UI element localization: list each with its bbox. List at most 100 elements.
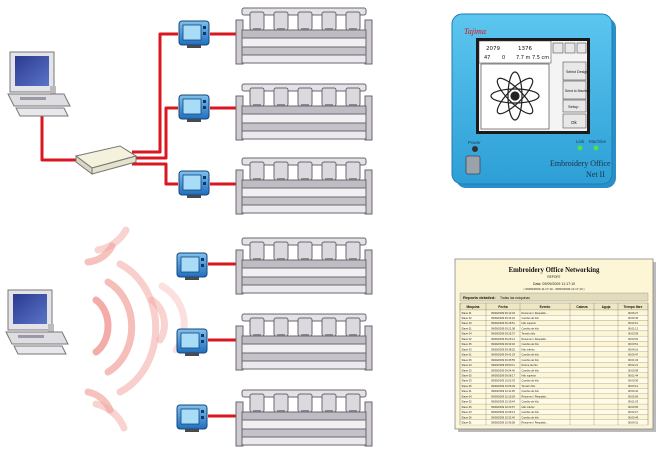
power-switch[interactable] [465, 155, 481, 175]
network-cables [40, 32, 236, 186]
report-table-cell: Hilo inferior [522, 347, 535, 351]
report-table-cell: Cambio de hilo [522, 389, 540, 393]
machine-led-label: Machine [589, 139, 607, 144]
report-table-cell: Cambio de hilo [522, 410, 540, 414]
report-table-cell: 09/09/2009 09:38:02 [491, 347, 515, 351]
report-table-cell: Slave 05 [462, 373, 473, 377]
desktop-computer-icon [5, 289, 69, 355]
screen-button[interactable] [564, 42, 576, 54]
report-table-cell: 00:00:38 [628, 332, 639, 336]
report-table-cell: Hilo inferior [522, 405, 535, 409]
report-table-cell: 09/09/2009 10:23:57 [491, 405, 515, 409]
report-table-cell: Slave 06 [462, 358, 473, 362]
report-table-cell: Slave 01 [462, 326, 473, 330]
report-table-cell: Slave 01 [462, 421, 473, 425]
report-table-row [459, 383, 649, 389]
report-table-cell: 00:00:58 [628, 368, 639, 372]
report-table-row [459, 367, 649, 373]
link-label: Link [576, 139, 585, 144]
report-table-cell: Slave 02 [462, 316, 473, 320]
network-report-document: Embroidery Office Networking REPORT Data… [454, 258, 656, 432]
report-table-cell: 00:04:16 [628, 347, 639, 351]
report-column-header: Cabeza [576, 305, 587, 309]
report-table-cell: 00:00:42 [628, 389, 639, 393]
report-table-cell: 00:04:31 [628, 421, 639, 425]
report-table-cell: Slave 03 [462, 379, 473, 383]
report-table-cell: Cambio de hilo [522, 353, 540, 357]
report-table-cell: 09/09/2009 09:33:46 [491, 342, 515, 346]
report-table-header [459, 302, 649, 311]
report-table-row [459, 377, 649, 384]
report-table-cell: 00:00:51 [628, 342, 639, 346]
select-design-button[interactable] [562, 61, 587, 81]
report-table-cell: Slave 01 [462, 311, 473, 315]
wired-network-group [7, 7, 373, 215]
top-buttons [552, 42, 587, 54]
report-table-row [459, 315, 649, 321]
report-table-cell: 09/09/2009 10:19:44 [491, 400, 515, 404]
report-column-header: Aguja [602, 305, 611, 309]
report-table-cell: Cambio de hilo [522, 368, 540, 372]
report-table-cell: Cambio de hilo [522, 358, 540, 362]
send-to-machine-button[interactable] [562, 80, 587, 100]
status-value-a: 47 [484, 55, 490, 61]
cable-hub-to-controller-3 [132, 162, 178, 186]
status-value-left: 2079 [486, 46, 500, 52]
report-table-row [459, 414, 649, 420]
machine-controller-icon [176, 252, 208, 280]
embroidery-machine-icon [235, 313, 373, 371]
report-table-cell: Slave 06 [462, 384, 473, 388]
cable-computer-to-hub [40, 112, 84, 162]
report-table-row [459, 309, 649, 316]
select-design-label: Select Design [566, 70, 588, 74]
screen-button[interactable] [552, 42, 564, 54]
report-table-row [459, 409, 649, 415]
report-section-label: Reports detailed: [463, 295, 496, 300]
report-table-cell: Resumen / Respaldo... [522, 421, 549, 425]
report-table-cell: Slave 01 [462, 389, 473, 393]
report-title: Embroidery Office Networking [509, 267, 600, 274]
report-section-bar [459, 292, 649, 302]
report-table-cell: Rotura de hilo [522, 363, 539, 367]
report-table-row [459, 393, 649, 400]
report-table-row [459, 335, 649, 342]
report-table-cell: 09/09/2009 10:28:13 [491, 410, 515, 414]
power-led-icon [472, 146, 478, 152]
report-table-cell: Slave 02 [462, 368, 473, 372]
report-table-cell: Resumen / Respaldo... [522, 337, 549, 341]
report-table-cell: 00:01:03 [628, 400, 639, 404]
report-range: ( 09/08/2009 11:17:10 - 09/09/2009 11:17… [524, 287, 585, 291]
embroidery-machine-icon [235, 157, 373, 215]
report-table-cell: 00:00:55 [628, 405, 639, 409]
report-table-cell: 00:01:12 [628, 326, 639, 330]
screen-button[interactable] [576, 42, 587, 54]
link-led-icon [577, 145, 583, 151]
wireless-network-group [5, 226, 373, 447]
report-table-cell: Cambio de hilo [522, 316, 540, 320]
report-column-header: Fecha [498, 305, 507, 309]
report-column-header: Evento [540, 305, 551, 309]
machine-controller-icon [178, 20, 210, 48]
report-table-cell: 09/09/2009 09:50:11 [491, 363, 515, 367]
report-table-cell: 09/09/2009 09:14:22 [491, 316, 515, 320]
ok-label: Ok [571, 120, 578, 125]
status-value-mid: 1376 [518, 46, 532, 52]
setup-button[interactable] [562, 99, 587, 113]
report-table-cell: Cambio de hilo [522, 326, 540, 330]
ok-button[interactable] [562, 113, 587, 129]
report-table-cell: Slave 02 [462, 337, 473, 341]
network-hub-icon [74, 145, 138, 175]
report-table-cell: Slave 04 [462, 363, 473, 367]
report-table-cell: Cambio de hilo [522, 415, 540, 419]
report-table-row [459, 346, 649, 352]
report-table-cell: Slave 05 [462, 405, 473, 409]
desktop-computer-icon [7, 51, 71, 117]
report-table-cell: Slave 01 [462, 353, 473, 357]
report-subtitle: REPORT [547, 275, 560, 279]
report-table-cell: 00:02:10 [628, 321, 639, 325]
embroidery-machine-icon [235, 83, 373, 141]
setup-label: Setup [568, 104, 579, 109]
report-table-cell: 09/09/2009 09:29:14 [491, 337, 515, 341]
send-to-machine-label: Send to Machine [565, 89, 591, 93]
